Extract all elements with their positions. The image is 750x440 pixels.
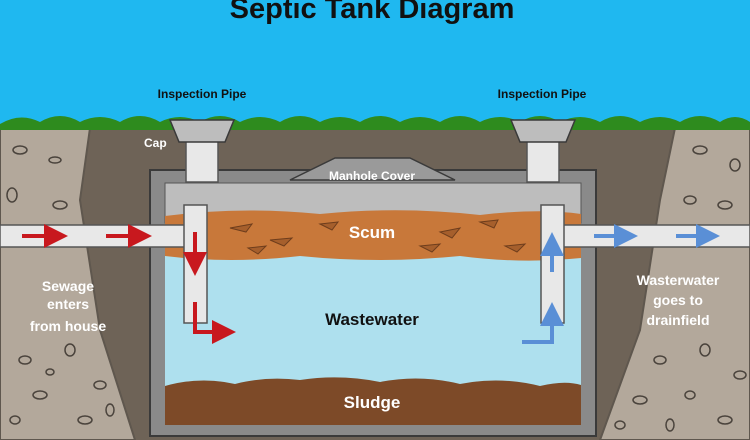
- sky: [0, 0, 750, 128]
- outflow-line-1: Wasterwater: [637, 272, 720, 288]
- outlet-pipe: [542, 224, 750, 248]
- label-inspection-pipe-left: Inspection Pipe: [158, 87, 247, 101]
- inflow-arrows: [22, 224, 236, 344]
- scum-layer: [165, 210, 581, 261]
- sewage-line-3: from house: [30, 318, 106, 334]
- diagram-title: Septic Tank Diagram: [230, 0, 515, 25]
- label-wastewater-out: Wasterwater goes to drainfield: [637, 272, 720, 328]
- outflow-arrows: [522, 224, 720, 344]
- inspection-pipe-left: [185, 139, 219, 183]
- sludge-layer: [165, 377, 581, 425]
- outflow-line-3: drainfield: [646, 312, 709, 328]
- gravel-stones: [6, 145, 747, 432]
- label-scum: Scum: [349, 223, 395, 242]
- scum-texture: [229, 219, 527, 255]
- sewage-line-1: Sewage: [42, 278, 94, 294]
- outflow-line-2: goes to: [653, 292, 703, 308]
- label-sludge: Sludge: [344, 393, 401, 412]
- label-sewage-enters: Sewage enters from house: [30, 278, 106, 334]
- sewage-line-2: enters: [47, 296, 89, 312]
- label-wastewater: Wastewater: [325, 310, 419, 329]
- label-inspection-pipe-right: Inspection Pipe: [498, 87, 587, 101]
- label-manhole-cover: Manhole Cover: [329, 169, 415, 183]
- manhole-cover: [289, 157, 456, 181]
- label-cap: Cap: [144, 136, 167, 150]
- cap-left: [168, 119, 236, 143]
- cap-right: [509, 119, 577, 143]
- inspection-pipe-right: [526, 139, 560, 183]
